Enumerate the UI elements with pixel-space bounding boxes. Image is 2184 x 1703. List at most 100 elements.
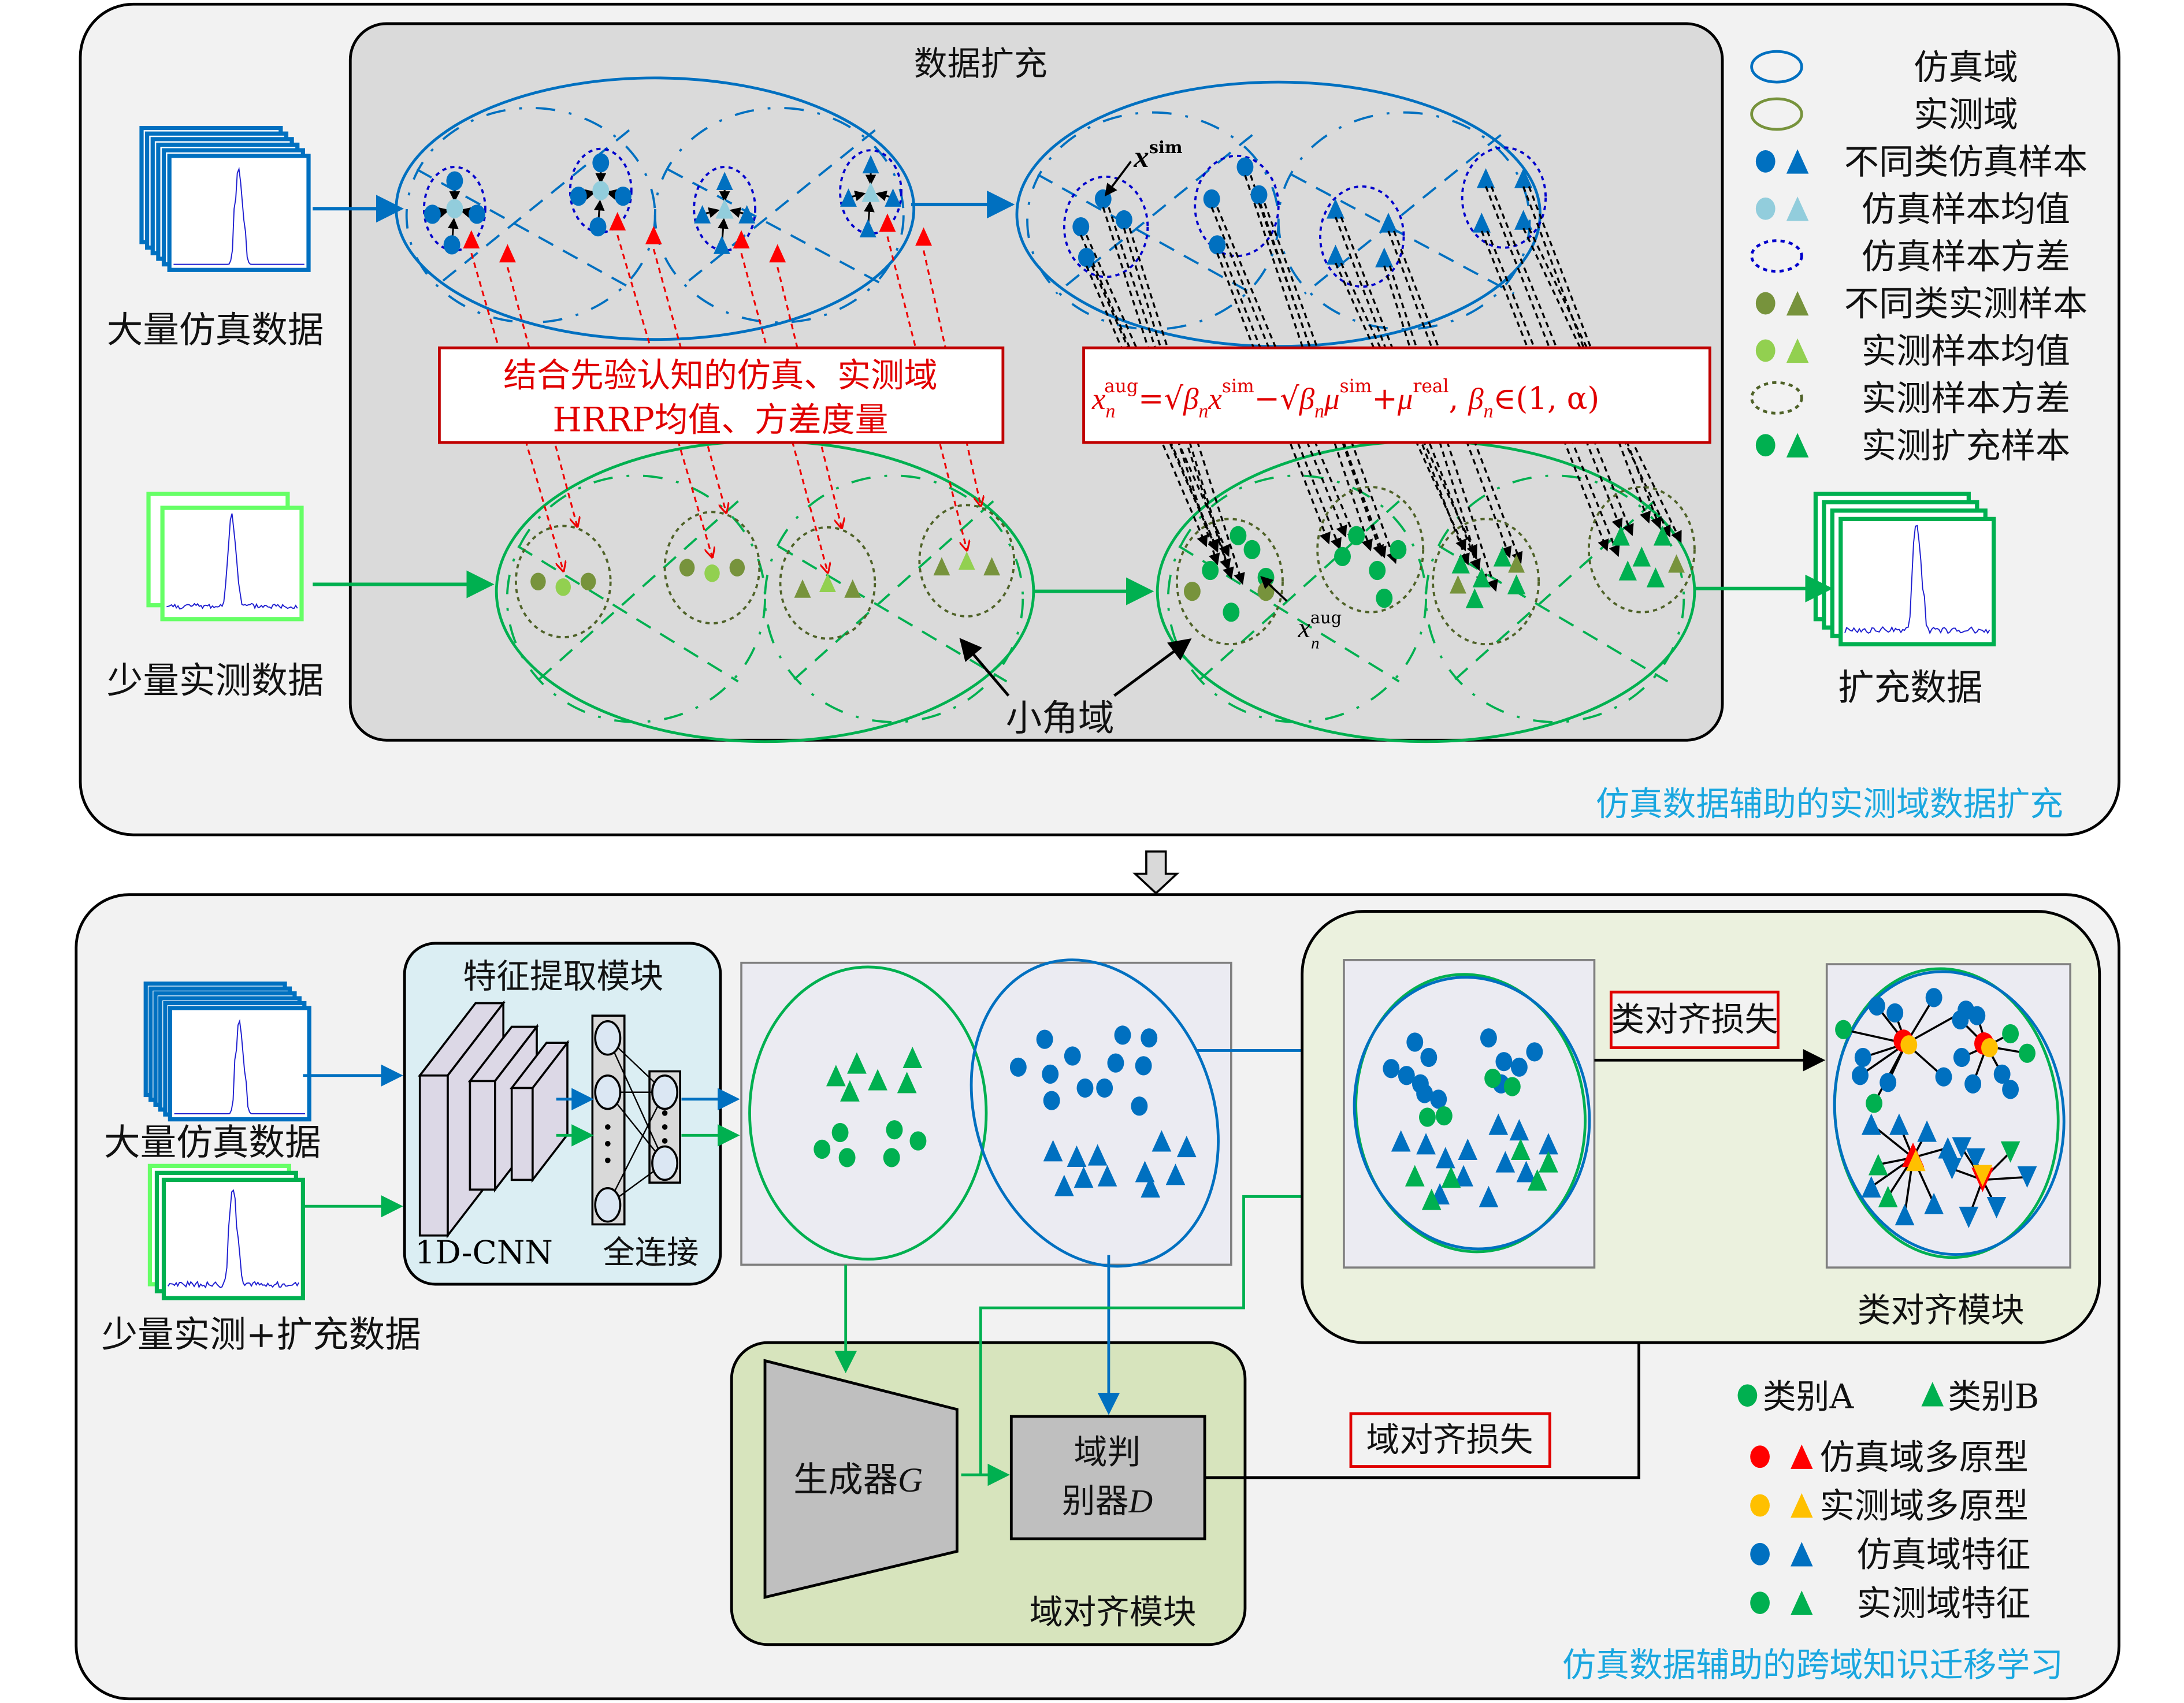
- fc-connection: [607, 1092, 666, 1206]
- real-feature-circle: [886, 1120, 903, 1140]
- prior-marker-triangle: [733, 230, 750, 249]
- feature-triangle-down: [2017, 1166, 2037, 1188]
- sim-sample-circle: [589, 217, 607, 237]
- real-variance-ellipse: [663, 511, 761, 624]
- aug-sample-circle: [1223, 603, 1240, 622]
- legend-item: 实测域: [1750, 95, 2018, 135]
- triangle-icon: [1786, 291, 1809, 316]
- sim-feature-circle: [1043, 1091, 1060, 1110]
- legend-item: 仿真样本均值: [1755, 189, 2070, 230]
- prior-link-line: [740, 252, 827, 572]
- real-variance-ellipse: [514, 525, 612, 639]
- aug-sample-triangle: [1653, 526, 1672, 546]
- legend-circle-icon: [1750, 1542, 1770, 1566]
- real-sample-triangle: [794, 579, 811, 598]
- sim-feature-circle: [1114, 1025, 1131, 1045]
- legend-label: 实测域多原型: [1820, 1486, 2029, 1527]
- domain-divider: [778, 545, 1008, 683]
- feature-circle: [1964, 1074, 1982, 1094]
- sim-mean-triangle: [715, 199, 734, 219]
- class-sim-ellipse-aligned: [1833, 970, 2066, 1256]
- arrow-generator-to-class: [979, 1185, 1343, 1475]
- augment-box-title: 数据扩充: [914, 44, 1048, 83]
- sim-feature-triangle: [1135, 1161, 1155, 1183]
- prior-marker-triangle: [915, 227, 933, 246]
- domain-divider: [517, 545, 739, 683]
- real-domain-ellipse-1-small-angle: [506, 474, 766, 723]
- sim-feature-circle: [1107, 1053, 1124, 1073]
- sim-sample-circle: [1236, 157, 1254, 177]
- feature-circle: [1852, 1066, 1869, 1085]
- x-sim-label: xsim: [1133, 137, 1182, 174]
- circle-icon: [1755, 339, 1776, 362]
- sim-feature-circle: [1398, 1066, 1415, 1085]
- legend-label: 类别B: [1948, 1377, 2039, 1416]
- real-feature-triangle: [826, 1065, 846, 1087]
- real-variance-ellipse: [1175, 518, 1284, 646]
- real-feature-circle: [883, 1148, 900, 1167]
- sim-sample-triangle: [859, 219, 876, 237]
- sim-feature-circle: [1009, 1057, 1027, 1077]
- real-sample-triangle: [1668, 554, 1685, 573]
- real-sample-circle: [530, 572, 546, 590]
- legend-circle-icon: [1750, 1494, 1770, 1517]
- real-prototype-circle: [1981, 1038, 1998, 1058]
- sim-feature-circle: [1526, 1042, 1543, 1062]
- feature-triangle-down: [1966, 1148, 1986, 1170]
- legend-label: 类别A: [1763, 1377, 1855, 1416]
- sim-feature-triangle: [1054, 1174, 1074, 1196]
- real-mean-triangle: [958, 551, 975, 570]
- data-card: [1838, 516, 1996, 646]
- sim-sample-circle: [1078, 247, 1095, 267]
- x-aug-pointer: [1260, 576, 1288, 602]
- triangle-icon: [1786, 196, 1809, 221]
- prior-marker-triangle: [463, 230, 480, 249]
- feature-triangle-down: [1986, 1197, 2007, 1219]
- class-sim-ellipse: [1353, 976, 1591, 1251]
- cnn-layers-icon: [418, 1000, 681, 1239]
- triangle-icon: [1786, 433, 1809, 458]
- sim-feature-circle: [1420, 1047, 1438, 1068]
- sim-feature-triangle: [1074, 1166, 1094, 1188]
- legend-label: 实测样本方差: [1862, 379, 2070, 419]
- sim-variance-ellipse: [839, 149, 902, 235]
- sim-variance-ellipse: [1063, 175, 1149, 278]
- sim-feature-triangle: [1097, 1165, 1117, 1187]
- real-feature-ellipse: [748, 965, 988, 1261]
- aug-sample-triangle: [1451, 553, 1470, 574]
- real-feature-triangle: [1527, 1169, 1547, 1191]
- sim-sample-circle: [1072, 217, 1090, 237]
- ellipse-dotted-blue-icon: [1750, 239, 1803, 273]
- sim-sample-circle: [592, 153, 610, 173]
- sim-feature-triangle: [1087, 1144, 1108, 1166]
- sim-mean-circle: [592, 181, 610, 200]
- real-mean-triangle: [819, 574, 836, 593]
- feature-triangle-down: [1959, 1206, 1979, 1228]
- hrrp-waveform: [1844, 525, 1990, 635]
- sim-feature-triangle: [1454, 1165, 1473, 1187]
- legend-item: 仿真样本方差: [1750, 237, 2070, 277]
- fc-label: 全连接: [603, 1235, 699, 1271]
- real-domain-ellipse-1-small-angle: [764, 474, 1024, 723]
- domain-divider: [680, 129, 876, 288]
- feature-circle: [1868, 996, 1885, 1016]
- aug-sample-triangle: [1632, 546, 1651, 567]
- cnn-label: 1D-CNN: [415, 1235, 553, 1271]
- cnn-block-front: [469, 1080, 496, 1191]
- generator-block: [763, 1359, 959, 1600]
- real-sample-triangle: [983, 557, 1001, 576]
- real-feature-circle: [1484, 1068, 1502, 1088]
- aug-sample-circle: [1202, 560, 1219, 581]
- class-module-title: 类对齐模块: [1858, 1291, 2025, 1330]
- neuron-dots: [662, 1124, 668, 1130]
- circle-icon: [1755, 292, 1776, 315]
- prior-marker-triangle: [769, 244, 786, 263]
- domain-divider: [1055, 134, 1253, 295]
- sim-sample-circle: [424, 204, 441, 224]
- feature-circle: [2002, 1080, 2019, 1099]
- sim-sample-triangle: [1472, 213, 1491, 233]
- x-sim-pointer: [1104, 161, 1132, 197]
- sim-variance-ellipse: [1461, 146, 1547, 249]
